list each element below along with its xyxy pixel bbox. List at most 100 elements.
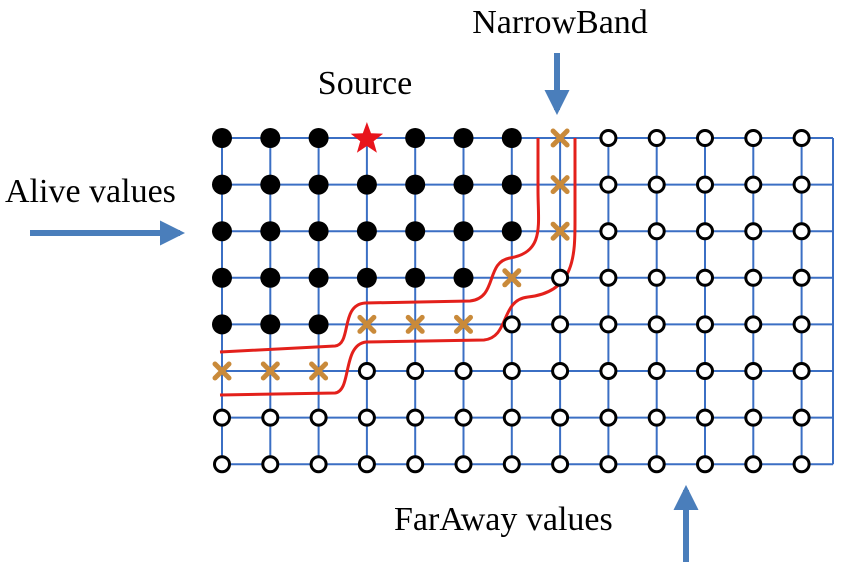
faraway-point [696, 268, 714, 287]
alive-point [260, 174, 281, 195]
faraway-point [647, 362, 666, 380]
alive-point [453, 221, 474, 242]
alive-point [212, 221, 232, 242]
source-star [350, 122, 384, 153]
alive-point [260, 267, 281, 288]
faraway-point [261, 455, 280, 474]
faraway-point [744, 455, 763, 474]
narrowband-cross [550, 221, 570, 241]
faraway-point [792, 129, 811, 147]
faraway-point [647, 175, 666, 194]
faraway-point [744, 315, 763, 334]
faraway-point [502, 362, 521, 380]
faraway-point [647, 455, 666, 474]
faraway-point [792, 268, 811, 287]
faraway-point [454, 408, 473, 427]
alive-point [356, 221, 377, 242]
narrowband-cross [260, 361, 280, 381]
grid-points [212, 122, 811, 474]
alive-point [308, 128, 329, 148]
alive-point [260, 221, 281, 242]
faraway-point [696, 362, 714, 380]
faraway-point [696, 455, 714, 474]
narrowband-cross [405, 314, 425, 334]
faraway-point [744, 222, 763, 241]
faraway-point [744, 175, 763, 194]
faraway-point [792, 362, 811, 380]
faraway-point [502, 455, 521, 474]
alive-point [501, 174, 522, 195]
faraway-point [213, 408, 231, 427]
faraway-point [696, 129, 714, 147]
faraway-point [309, 455, 328, 474]
alive-values-label: Alive values [5, 173, 176, 210]
faraway-point [599, 268, 618, 287]
narrowband-cross [454, 314, 473, 334]
narrowband-cross [309, 361, 329, 381]
faraway-point [599, 175, 618, 194]
faraway-point [696, 315, 714, 334]
narrowband-cross [550, 175, 570, 195]
faraway-point [599, 408, 618, 427]
narrowband-label: NarrowBand [472, 4, 648, 41]
faraway-point [744, 408, 763, 427]
alive-point [405, 174, 426, 195]
faraway-point [647, 222, 666, 241]
alive-point [405, 267, 426, 288]
faraway-point [599, 362, 618, 380]
alive-point [453, 267, 474, 288]
alive-point [501, 221, 522, 242]
alive-point [212, 267, 232, 288]
faraway-point [454, 362, 473, 380]
faraway-point [551, 455, 570, 474]
alive-point [212, 128, 232, 148]
narrowband-cross [212, 361, 232, 381]
faraway-point [647, 268, 666, 287]
alive-point [308, 221, 329, 242]
faraway-point [502, 315, 521, 334]
faraway-point [792, 175, 811, 194]
faraway-point [357, 455, 376, 474]
faraway-point [599, 129, 618, 147]
faraway-point [357, 362, 376, 380]
faraway-point [551, 268, 570, 287]
alive-point [453, 128, 474, 148]
faraway-point [744, 268, 763, 287]
faraway-point [599, 455, 618, 474]
narrowband-cross [502, 268, 522, 288]
faraway-point [744, 129, 763, 147]
faraway-point [502, 408, 521, 427]
alive-point [212, 314, 232, 335]
alive-point [308, 267, 329, 288]
faraway-point [406, 362, 425, 380]
faraway-point [454, 455, 473, 474]
alive-point [356, 267, 377, 288]
faraway-point [551, 362, 570, 380]
faraway-point [647, 129, 666, 147]
faraway-point [696, 175, 714, 194]
alive-point [260, 314, 281, 335]
faraway-point [792, 222, 811, 241]
faraway-point [551, 315, 570, 334]
faraway-point [599, 315, 618, 334]
source-label: Source [318, 65, 412, 102]
faraway-point [696, 222, 714, 241]
narrowband-inner-boundary [219, 138, 541, 354]
alive-point [405, 221, 426, 242]
faraway-point [551, 408, 570, 427]
faraway-point [261, 408, 280, 427]
narrowband-cross [550, 128, 570, 148]
alive-point [405, 128, 426, 148]
alive-point [308, 174, 329, 195]
faraway-point [696, 408, 714, 427]
faraway-point [309, 408, 328, 427]
faraway-point [357, 408, 376, 427]
faraway-point [792, 455, 811, 474]
faraway-values-label: FarAway values [394, 501, 613, 538]
faraway-point [213, 455, 231, 474]
faraway-point [792, 408, 811, 427]
alive-point [501, 128, 522, 148]
faraway-point [406, 408, 425, 427]
narrowband-cross [357, 314, 377, 334]
